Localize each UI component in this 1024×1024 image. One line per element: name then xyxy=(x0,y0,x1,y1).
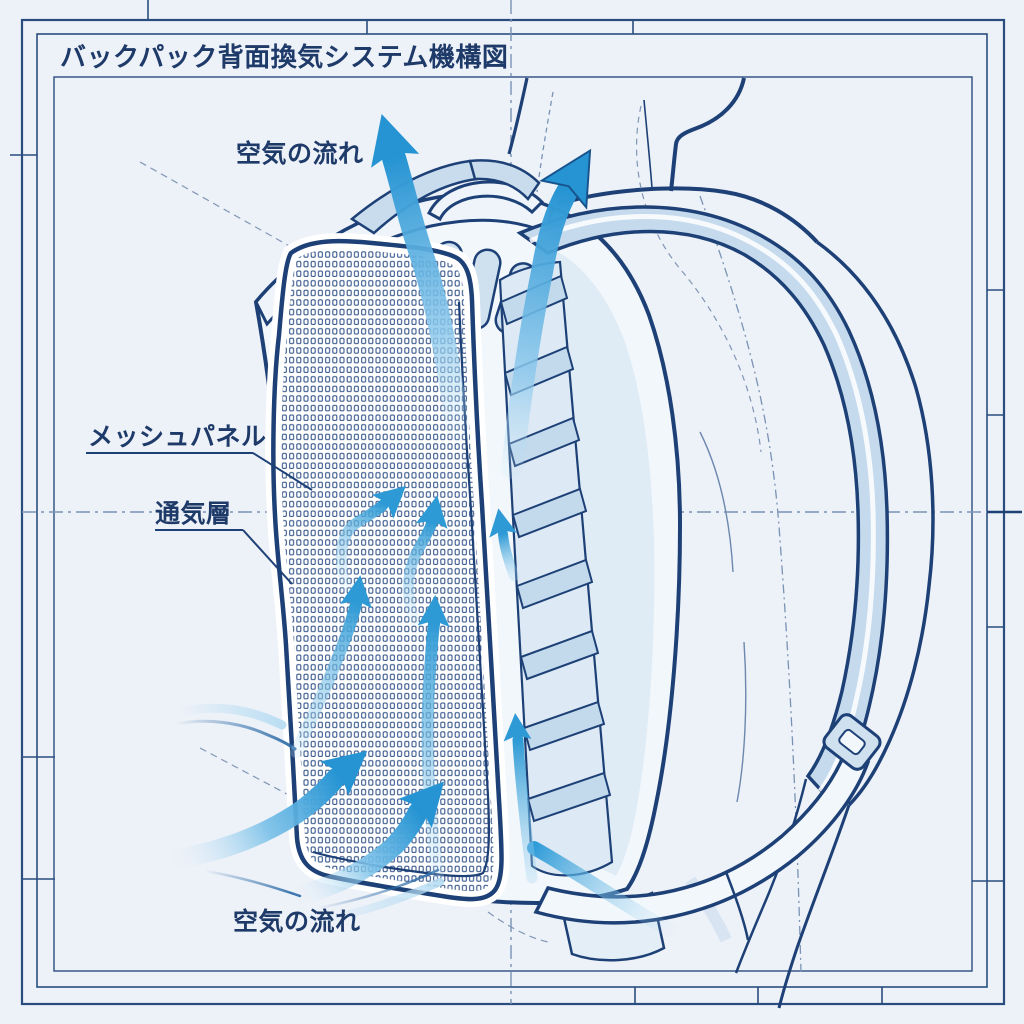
air-arrow-top-left xyxy=(382,146,470,442)
mesh-panel xyxy=(265,233,510,908)
strap-end-line xyxy=(724,871,750,941)
vent-slat xyxy=(522,700,606,752)
air-arrow-mesh-3 xyxy=(290,598,362,758)
mid-border xyxy=(36,33,988,988)
carry-handle xyxy=(427,180,545,222)
page-title: バックパック背面換気システム機構図 xyxy=(60,42,508,73)
air-flow-arrows xyxy=(172,107,614,924)
neck-line-left xyxy=(507,77,529,155)
air-arrow-intake-2 xyxy=(294,802,428,904)
waist-strap-group xyxy=(527,713,882,962)
label-ventilation-layer: 通気層 xyxy=(155,499,232,528)
bottom-strap-tail xyxy=(527,841,685,940)
construction-diagonal-bottom xyxy=(199,747,303,803)
swoosh-glow-3 xyxy=(318,878,444,924)
vent-slat xyxy=(515,558,594,610)
neck-line-right xyxy=(669,77,746,192)
shoulder-construction-arc xyxy=(636,105,762,453)
label-mesh-panel: メッシュパネル xyxy=(88,422,267,451)
strap-piping xyxy=(529,214,876,793)
neck-line-front xyxy=(643,99,653,189)
label-air-flow-bottom: 空気の流れ xyxy=(233,907,361,936)
vent-slat xyxy=(511,487,588,539)
label-air-flow-top: 空気の流れ xyxy=(236,139,364,168)
leader-ventilation-layer xyxy=(242,529,293,585)
swoosh-line-3 xyxy=(316,868,440,910)
strap-buckle xyxy=(822,713,882,771)
swoosh-glow-1 xyxy=(175,703,287,730)
construction-diagonal-top xyxy=(139,161,301,253)
arm-crease-1 xyxy=(699,431,734,573)
tick-marks xyxy=(10,0,1004,1004)
vent-slat xyxy=(526,771,612,823)
vent-slat xyxy=(519,629,600,681)
mesh-outline xyxy=(271,238,504,902)
strap-attachment-right xyxy=(468,159,541,201)
swoosh-line-2 xyxy=(203,869,302,898)
forearm-line-inner xyxy=(734,778,808,974)
backpack-side-shading xyxy=(548,252,655,876)
arm-outline xyxy=(815,240,935,807)
air-arrow-mesh-4 xyxy=(421,618,444,880)
leader-mesh-panel xyxy=(252,452,313,491)
forearm-line-outer xyxy=(777,804,851,1009)
air-arrow-mesh-2 xyxy=(402,517,438,626)
construction-corner-dash xyxy=(487,911,549,943)
swoosh-line-1 xyxy=(174,719,297,751)
air-arrow-top-right xyxy=(501,179,579,479)
arm-crease-2 xyxy=(736,641,747,803)
air-arrow-channel-2 xyxy=(512,734,538,884)
air-arrow-intake-1 xyxy=(172,768,346,868)
shoulder-line xyxy=(557,186,819,244)
air-arrow-mesh-1 xyxy=(335,499,389,592)
inner-border xyxy=(53,76,973,972)
air-arrow-channel-1 xyxy=(498,529,519,581)
annotations: バックパック背面換気システム機構図 空気の流れ メッシュパネル 通気層 空気の流… xyxy=(60,42,508,936)
